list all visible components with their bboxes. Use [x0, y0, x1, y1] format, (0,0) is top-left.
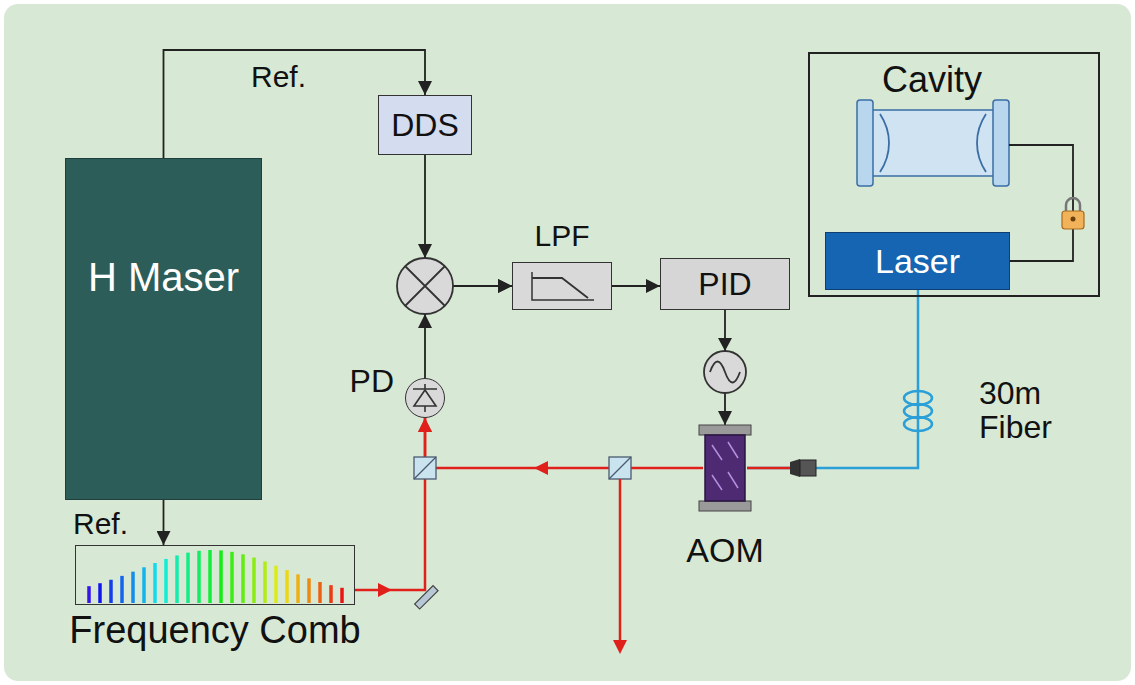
filter-name: LPF: [534, 221, 589, 251]
laser-name: Laser: [875, 244, 960, 278]
comb-tooth: [274, 566, 278, 603]
comb-tooth: [87, 586, 91, 603]
comb-tooth: [131, 572, 135, 603]
cavity-illustration: [857, 100, 1009, 186]
mirror: [415, 586, 438, 609]
arrow-head: [534, 461, 548, 475]
lock-loop: [1009, 145, 1073, 261]
connector: [355, 418, 425, 590]
reference-label: Ref.: [70, 507, 131, 541]
output-beam: [619, 479, 622, 642]
comb-tooth: [186, 553, 190, 603]
fiber-label: 30m Fiber: [976, 376, 1066, 445]
comb-tooth: [252, 558, 256, 603]
cavity-enclosure: CavityLaser: [808, 52, 1100, 297]
comb-spectrum: [89, 550, 342, 603]
pid-name: PID: [698, 268, 751, 300]
aom-crystal: [699, 425, 751, 511]
pid-box: PID: [660, 258, 790, 310]
comb-name: Frequency Comb: [69, 611, 360, 649]
comb-tooth: [318, 582, 322, 603]
photodiode-name: PD: [350, 365, 394, 397]
comb-tooth: [329, 585, 333, 603]
reference-label: Ref.: [248, 60, 309, 94]
connector: [612, 285, 660, 287]
photodiode-symbol: [405, 378, 445, 418]
laser-box: Laser: [825, 232, 1010, 290]
comb-tooth: [142, 567, 146, 603]
lock-icon: [1062, 198, 1084, 229]
connector: [163, 500, 165, 545]
comb-tooth: [153, 563, 157, 603]
comb-tooth: [208, 550, 212, 603]
fiber-collimator: [790, 459, 816, 477]
photodiode: PD: [405, 378, 445, 418]
connector: [425, 418, 703, 468]
comb-tooth: [263, 561, 267, 603]
arrow-head: [613, 640, 627, 654]
aom-name: AOM: [686, 533, 763, 567]
arrow-head: [378, 583, 392, 597]
comb-tooth: [219, 550, 223, 603]
mixer-symbol: [397, 244, 453, 328]
comb-tooth: [175, 555, 179, 603]
arrow-head: [718, 338, 732, 351]
dds-box: DDS: [378, 95, 472, 155]
comb-tooth: [230, 552, 234, 603]
comb-tooth: [296, 574, 300, 603]
cavity-name: Cavity: [882, 62, 982, 98]
comb-tooth: [120, 576, 124, 603]
comb-tooth: [241, 554, 245, 603]
dds-name: DDS: [391, 109, 459, 141]
comb-box: Frequency Comb: [75, 545, 355, 605]
connector: [747, 290, 918, 468]
comb-tooth: [285, 570, 289, 603]
maser-name: H Maser: [88, 257, 239, 297]
maser-box: H Maser: [65, 158, 262, 500]
comb-tooth: [307, 578, 311, 603]
comb-tooth: [109, 580, 113, 603]
beam-splitter: [414, 457, 436, 479]
arrow-head: [418, 314, 432, 328]
laser-beam: [747, 467, 792, 470]
filter-box: LPF: [512, 262, 612, 310]
comb-tooth: [340, 588, 344, 603]
arrow-head: [418, 244, 432, 258]
panel-ground: [4, 4, 1131, 681]
comb-tooth: [164, 559, 168, 603]
comb-tooth: [98, 583, 102, 603]
filter-symbol: [512, 262, 612, 310]
beam-splitter: [609, 457, 631, 479]
fiber-coil: [904, 391, 932, 431]
oscillator-symbol: [704, 338, 746, 393]
aom: AOM: [703, 425, 747, 511]
comb-tooth: [197, 551, 201, 603]
